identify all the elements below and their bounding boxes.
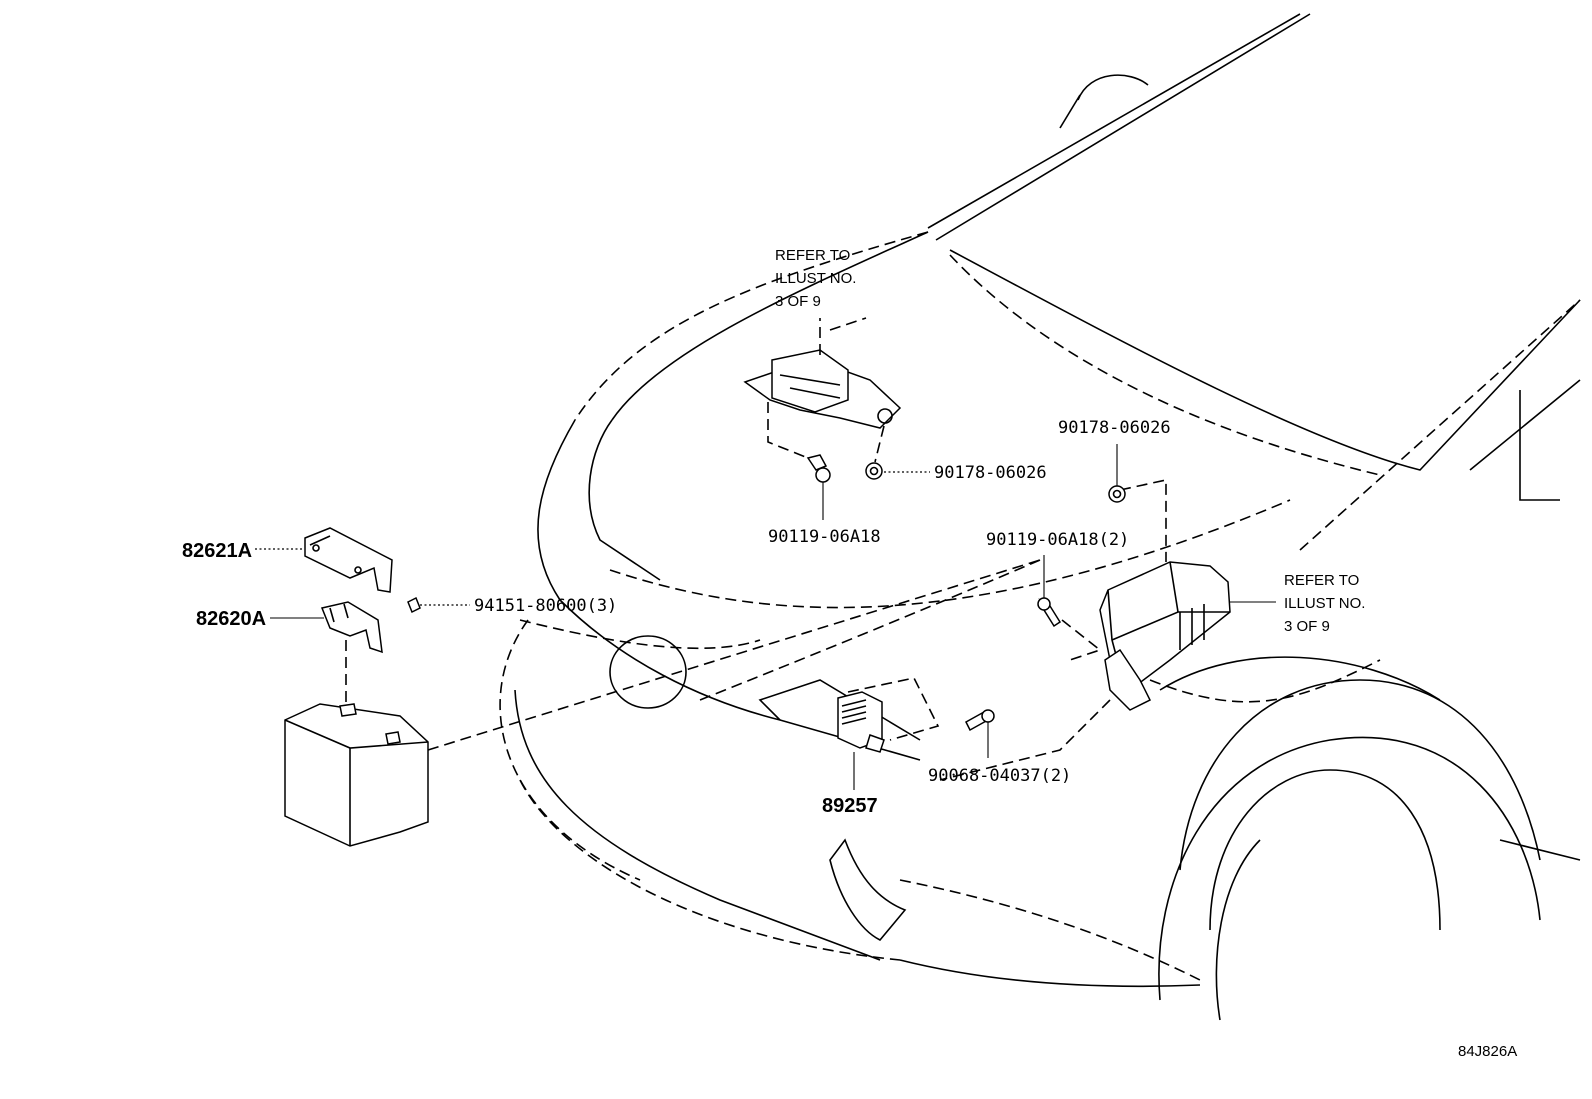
refer-right-line-1: REFER TO	[1284, 572, 1359, 589]
refer-right-line-2: ILLUST NO.	[1284, 595, 1365, 612]
refer-top-line-3: 3 OF 9	[775, 293, 821, 310]
label-screw-mid: 90068-04037(2)	[928, 766, 1071, 786]
refer-top-line-1: REFER TO	[775, 247, 850, 264]
refer-right-line-3: 3 OF 9	[1284, 618, 1330, 635]
screw-94151-80600	[407, 596, 421, 614]
bolt-90119-06A18-right	[1037, 597, 1062, 628]
top-module	[743, 317, 902, 463]
label-nut-top: 90178-06026	[934, 463, 1047, 483]
refer-top-line-2: ILLUST NO.	[775, 270, 856, 287]
sensor-89257	[837, 677, 940, 753]
refer-note-top: REFER TO ILLUST NO. 3 OF 9	[775, 247, 856, 310]
nut-90178-06026-top	[865, 462, 883, 480]
label-nut-right: 90178-06026	[1058, 418, 1171, 438]
label-sensor: 89257	[822, 795, 878, 817]
leader-lines	[255, 444, 1276, 790]
illustration-code: 84J826A	[1458, 1043, 1517, 1060]
connector-82620A	[320, 601, 383, 654]
right-module	[939, 479, 1231, 781]
label-connector-cover: 82621A	[182, 540, 252, 562]
label-bolt-right: 90119-06A18(2)	[986, 530, 1129, 550]
label-screw-left: 94151-80600(3)	[474, 596, 617, 616]
bolt-90119-06A18-top	[806, 454, 831, 483]
refer-note-right: REFER TO ILLUST NO. 3 OF 9	[1284, 572, 1365, 635]
label-connector: 82620A	[196, 608, 266, 630]
nut-90178-06026-right	[1108, 485, 1126, 503]
label-bolt-top: 90119-06A18	[768, 527, 881, 547]
connector-cover-82621A	[304, 527, 393, 593]
vehicle-body	[499, 13, 1581, 1021]
battery	[284, 559, 1041, 847]
screw-90068-04037	[965, 709, 995, 732]
